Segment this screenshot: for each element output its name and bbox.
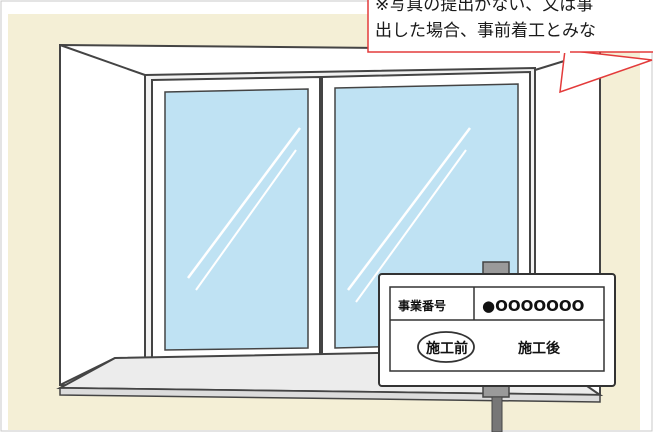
glass-reflection [195,149,297,291]
before-label: 施工前 [426,340,468,357]
board-clip-top [482,261,510,275]
left-glass [164,88,309,351]
board-pole [491,396,503,432]
callout-box [367,0,653,53]
before-circle [417,331,475,363]
callout-line2: 出した場合、事前着工とみな [375,21,596,41]
after-label: 施工後 [518,340,561,357]
glass-reflection [347,127,471,291]
glass-reflection [355,149,467,303]
project-number-label: 事業番号 [398,298,446,313]
glass-reflection [186,127,302,279]
project-number-value: ●OOOOOOO [482,297,584,315]
sill-front [59,387,601,403]
recess-edge [59,44,146,76]
callout-line1: ※写真の提出がない、又は事 [375,0,593,15]
callout-pointer [559,49,653,94]
callout-joint [560,49,570,53]
